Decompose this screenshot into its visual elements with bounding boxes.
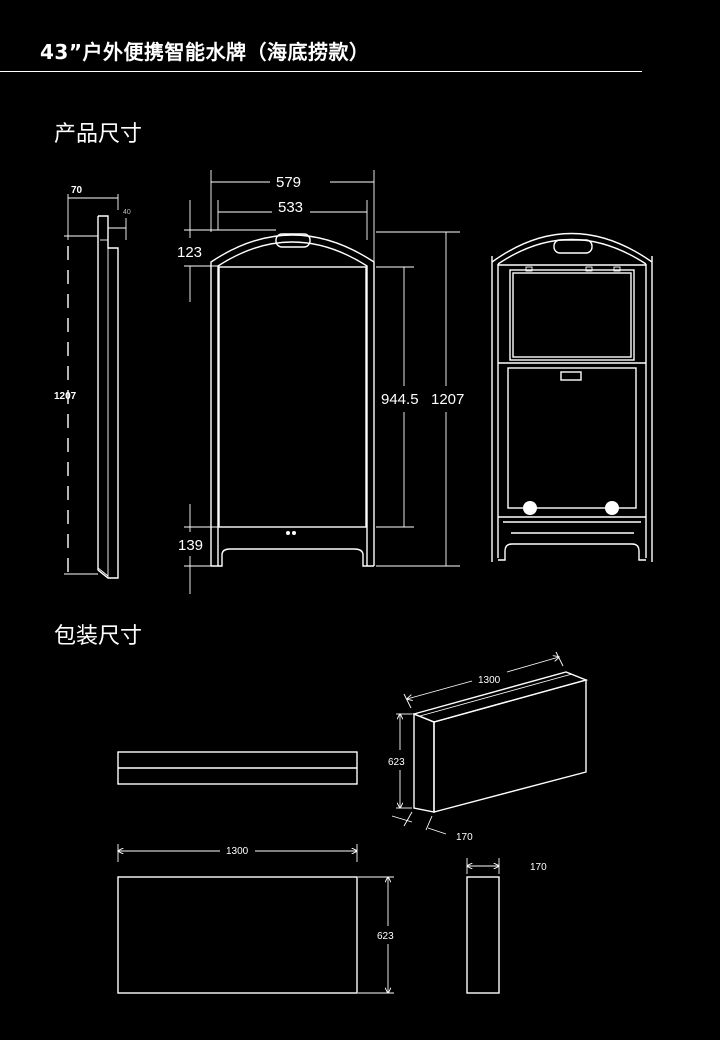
side-depth-dimension: 70 <box>67 185 119 240</box>
outer-width-dimension: 579 <box>210 170 375 262</box>
package-front-view: 1300 623 <box>117 844 394 994</box>
title-divider <box>0 71 642 72</box>
front-view: 579 533 123 944.5 1207 <box>177 170 464 594</box>
screen-height-dimension: 944.5 <box>376 266 419 528</box>
package-side-depth-label: 170 <box>530 862 547 873</box>
inner-width-label: 533 <box>278 199 303 216</box>
inner-width-dimension: 533 <box>217 199 368 240</box>
package-iso-height-dimension: 623 <box>388 714 412 808</box>
bottom-height-label: 139 <box>178 537 203 554</box>
section-heading-package: 包装尺寸 <box>54 624 143 649</box>
package-length-dimension: 1300 <box>118 844 357 862</box>
side-height-dimension: 1207 <box>54 235 98 575</box>
rear-view <box>491 232 653 562</box>
screen-height-label: 944.5 <box>381 391 419 408</box>
section-heading-product: 产品尺寸 <box>54 122 143 147</box>
package-iso-length-label: 1300 <box>478 675 501 686</box>
package-side-view: 170 <box>466 858 547 994</box>
front-frame <box>210 233 375 567</box>
total-height-label: 1207 <box>431 391 464 408</box>
package-iso-length-dimension: 1300 <box>403 651 564 709</box>
top-height-label: 123 <box>177 244 202 261</box>
package-height-label: 623 <box>377 931 394 942</box>
side-top-depth-dimension: 40 <box>108 209 131 240</box>
side-top-depth-label: 40 <box>123 209 131 216</box>
package-iso-height-label: 623 <box>388 757 405 768</box>
package-isometric-view: 1300 623 170 <box>388 651 589 843</box>
total-height-dimension: 1207 <box>376 231 464 567</box>
package-iso-depth-label: 170 <box>456 832 473 843</box>
top-height-dimension: 123 <box>177 200 276 302</box>
side-view-profile <box>97 215 119 579</box>
package-height-dimension: 623 <box>358 877 394 993</box>
package-top-view <box>117 751 358 785</box>
package-iso-depth-dimension: 170 <box>391 811 473 843</box>
side-depth-label: 70 <box>71 185 83 196</box>
bottom-height-dimension: 139 <box>178 504 219 594</box>
package-length-label: 1300 <box>226 846 249 857</box>
side-view: 70 40 1207 <box>54 185 131 579</box>
outer-width-label: 579 <box>276 174 301 191</box>
side-height-label: 1207 <box>54 391 77 402</box>
page-title: 43”户外便携智能水牌（海底捞款） <box>40 40 370 64</box>
